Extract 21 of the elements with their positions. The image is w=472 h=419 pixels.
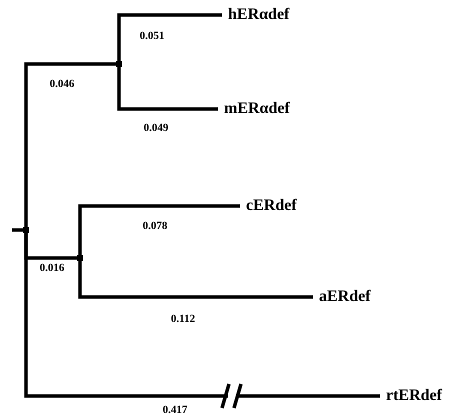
branch-node: [77, 255, 83, 261]
branch-length: 0.016: [38, 262, 66, 274]
branch-length: 0.051: [138, 30, 166, 42]
branch-node: [23, 227, 29, 233]
tree-branch: [78, 204, 240, 255]
branch-length: 0.049: [142, 122, 170, 134]
tree-branch: [24, 62, 116, 227]
taxon-label: hERαdef: [222, 6, 290, 24]
branch-node: [116, 61, 122, 67]
tree-branch: [117, 13, 222, 61]
tree-branch: [78, 261, 313, 299]
taxon-label: mERαdef: [218, 100, 290, 118]
branch-length: 0.046: [48, 78, 76, 90]
taxon-label: rtERdef: [380, 387, 442, 405]
branch-length: 0.078: [142, 220, 168, 232]
tree-branch: [24, 233, 380, 398]
taxon-label: cERdef: [240, 197, 297, 215]
branch-length: 0.112: [170, 313, 196, 325]
taxon-label: aERdef: [313, 288, 371, 306]
branch-length: 0.417: [162, 404, 188, 416]
tree-branch: [117, 67, 218, 111]
